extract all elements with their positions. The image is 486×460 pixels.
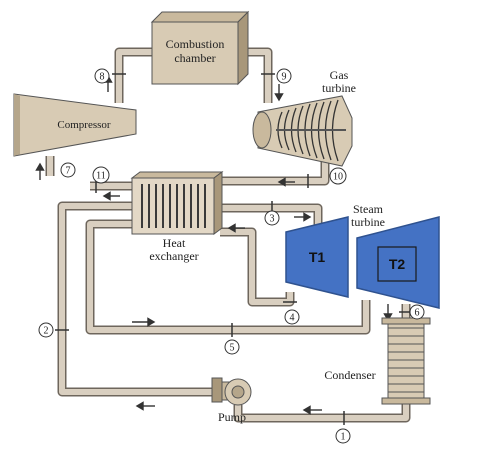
arrow-left-1	[302, 405, 322, 415]
combustion-chamber-label-2: chamber	[174, 51, 215, 65]
arrow-left-2	[135, 401, 155, 411]
combustion-chamber-label-1: Combustion	[166, 37, 225, 51]
state-point-11-label: 11	[96, 171, 106, 182]
state-point-6: 6	[409, 304, 425, 320]
steam-turbine: Steam turbine T1 T2	[285, 202, 440, 309]
arrow-left-11	[102, 191, 120, 201]
state-point-1-label: 1	[341, 432, 346, 443]
arrow-right-3	[294, 212, 312, 222]
state-point-7: 7	[60, 162, 76, 178]
state-point-4: 4	[284, 309, 300, 325]
compressor: Compressor	[13, 93, 137, 157]
condenser-label: Condenser	[324, 368, 375, 382]
arrow-right-5	[132, 317, 156, 327]
state-ticks	[55, 73, 413, 425]
condenser: Condenser	[324, 317, 431, 405]
state-point-9-label: 9	[282, 72, 287, 83]
heat-exchanger: Heat exchanger	[130, 171, 224, 263]
condenser-coils-icon	[388, 327, 424, 393]
state-point-11: 11	[92, 166, 110, 184]
turbine-t2: T2	[356, 216, 440, 309]
arrow-left-10	[277, 177, 295, 187]
state-point-2-label: 2	[44, 326, 49, 337]
steam-turbine-label-1: Steam	[353, 202, 384, 216]
gas-turbine-label-1: Gas	[330, 68, 349, 82]
heat-exchanger-label-1: Heat	[163, 236, 186, 250]
state-point-3: 3	[264, 210, 280, 226]
state-point-2: 2	[38, 322, 54, 338]
heat-exchanger-tubes-icon	[141, 184, 206, 228]
state-point-3-label: 3	[270, 214, 275, 225]
gas-turbine-label-2: turbine	[322, 81, 356, 95]
state-point-1: 1	[335, 428, 351, 444]
turbine-t1-label: T1	[309, 249, 326, 265]
arrow-left-4	[227, 223, 245, 233]
state-point-4-label: 4	[290, 313, 295, 324]
state-point-10: 10	[329, 167, 347, 185]
arrow-up-7	[35, 162, 45, 180]
pump: Pump	[211, 377, 252, 424]
state-point-7-label: 7	[66, 166, 71, 177]
steam-turbine-label-2: turbine	[351, 215, 385, 229]
state-point-10-label: 10	[333, 172, 343, 183]
combustion-chamber: Combustion chamber	[150, 10, 250, 86]
turbine-t1: T1	[285, 216, 349, 298]
state-point-9: 9	[276, 68, 292, 84]
turbine-t2-label: T2	[389, 256, 406, 272]
state-points: 1 2 3 4 5 6 7 8 9 10 11	[38, 68, 425, 444]
heat-exchanger-label-2: exchanger	[149, 249, 198, 263]
arrow-down-6	[383, 304, 393, 322]
compressor-label: Compressor	[57, 119, 111, 131]
pump-label: Pump	[218, 410, 246, 424]
state-point-8: 8	[94, 68, 110, 84]
state-point-6-label: 6	[415, 308, 420, 319]
state-point-5-label: 5	[230, 343, 235, 354]
gas-turbine: Gas turbine	[252, 68, 356, 167]
state-point-5: 5	[224, 339, 240, 355]
arrow-down-9	[274, 84, 284, 102]
state-point-8-label: 8	[100, 72, 105, 83]
